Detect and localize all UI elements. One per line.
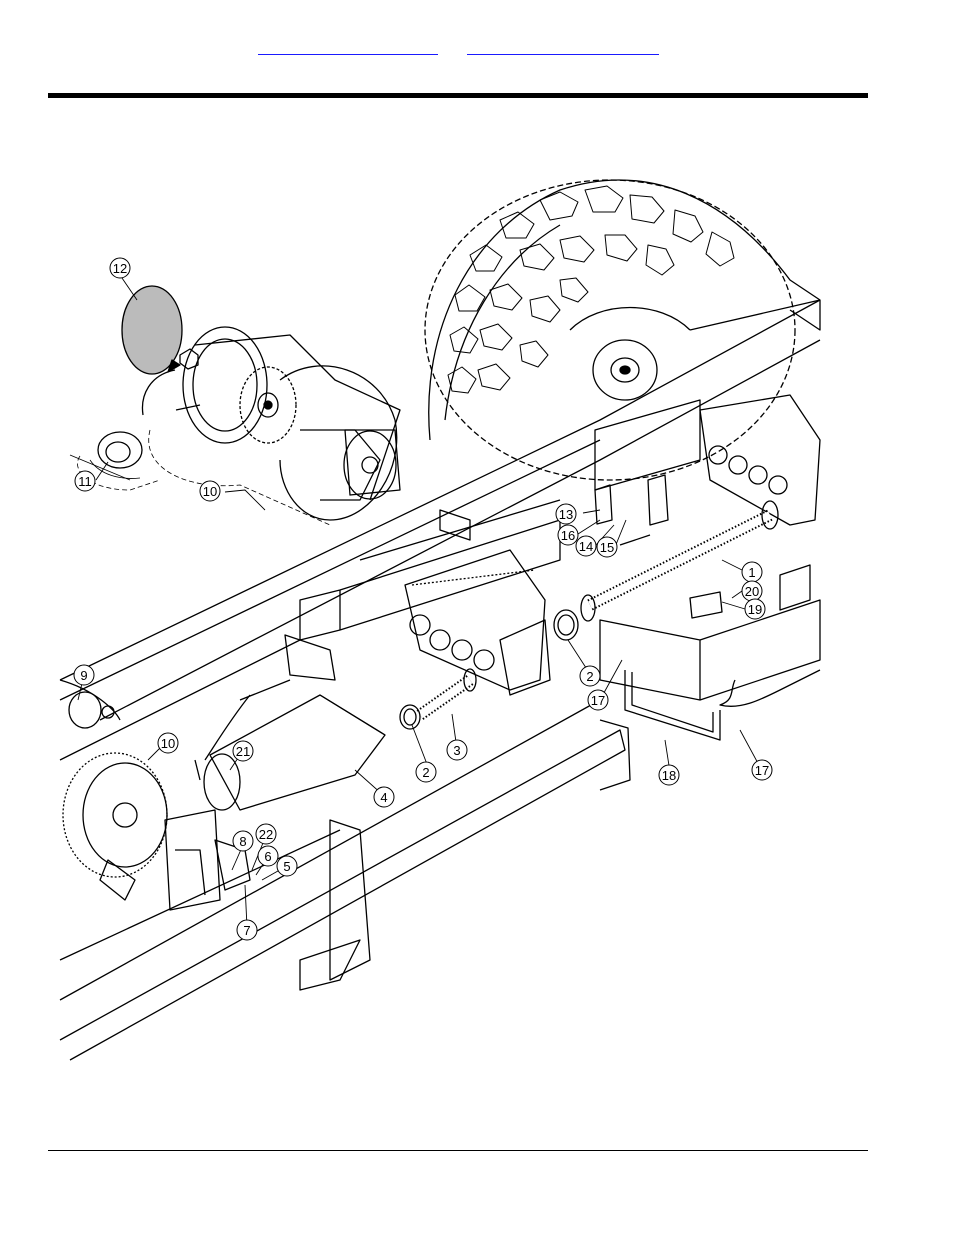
svg-text:15: 15 [600, 540, 614, 555]
callout-16: 16 [557, 524, 579, 546]
callout-17-upper: 17 [587, 689, 609, 711]
callout-2-left: 2 [415, 761, 437, 783]
callout-1: 1 [741, 561, 763, 583]
callout-18: 18 [658, 764, 680, 786]
callout-20: 20 [741, 580, 763, 602]
meter-assembly [404, 549, 551, 696]
svg-text:20: 20 [745, 584, 759, 599]
callouts: 12 11 10 13 16 14 15 1 20 19 2 17 9 10 2… [73, 257, 773, 941]
svg-text:14: 14 [579, 539, 593, 554]
small-brackets [594, 474, 811, 619]
svg-text:9: 9 [80, 668, 87, 683]
svg-text:3: 3 [453, 743, 460, 758]
svg-text:1: 1 [748, 565, 755, 580]
svg-text:11: 11 [78, 474, 92, 489]
frame-rails [59, 299, 821, 1061]
svg-text:2: 2 [422, 765, 429, 780]
svg-text:2: 2 [586, 669, 593, 684]
svg-text:16: 16 [561, 528, 575, 543]
header-link-1[interactable] [258, 38, 438, 55]
leader-lines [77, 277, 761, 928]
svg-text:5: 5 [283, 859, 290, 874]
callout-8: 8 [232, 830, 254, 852]
transition-duct [203, 634, 386, 811]
callout-13: 13 [555, 503, 577, 525]
svg-text:10: 10 [161, 736, 175, 751]
callout-15: 15 [596, 536, 618, 558]
meter-assembly-right [699, 394, 821, 526]
callout-2-right: 2 [579, 665, 601, 687]
svg-text:13: 13 [559, 507, 573, 522]
svg-text:4: 4 [380, 790, 387, 805]
header-rule [48, 93, 868, 98]
lower-blower [59, 679, 251, 911]
footer-rule [48, 1150, 868, 1151]
svg-text:8: 8 [239, 834, 246, 849]
svg-text:6: 6 [264, 849, 271, 864]
header-link-2[interactable] [467, 38, 659, 55]
callout-21: 21 [232, 740, 254, 762]
svg-text:19: 19 [748, 602, 762, 617]
callout-9: 9 [73, 664, 95, 686]
svg-text:7: 7 [243, 923, 250, 938]
callout-10-lower: 10 [157, 732, 179, 754]
callout-11: 11 [74, 470, 96, 492]
cross-members [299, 399, 821, 707]
svg-text:10: 10 [203, 484, 217, 499]
svg-text:17: 17 [755, 763, 769, 778]
svg-text:18: 18 [662, 768, 676, 783]
blower-assembly [69, 285, 401, 521]
callout-6: 6 [257, 845, 279, 867]
tire [424, 179, 821, 481]
callout-12: 12 [109, 257, 131, 279]
callout-4: 4 [373, 786, 395, 808]
small-hose[interactable] [416, 668, 477, 720]
callout-3: 3 [446, 739, 468, 761]
hose-clamps [399, 609, 579, 730]
callout-14: 14 [575, 535, 597, 557]
large-hose[interactable] [580, 500, 779, 622]
callout-10-upper: 10 [199, 480, 221, 502]
svg-text:22: 22 [259, 827, 273, 842]
callout-19: 19 [744, 598, 766, 620]
svg-text:21: 21 [236, 744, 250, 759]
svg-text:12: 12 [113, 261, 127, 276]
support-bracket [624, 670, 721, 741]
callout-17-lower: 17 [751, 759, 773, 781]
callout-7: 7 [236, 919, 258, 941]
svg-text:17: 17 [591, 693, 605, 708]
callout-5: 5 [276, 855, 298, 877]
callout-22: 22 [255, 823, 277, 845]
